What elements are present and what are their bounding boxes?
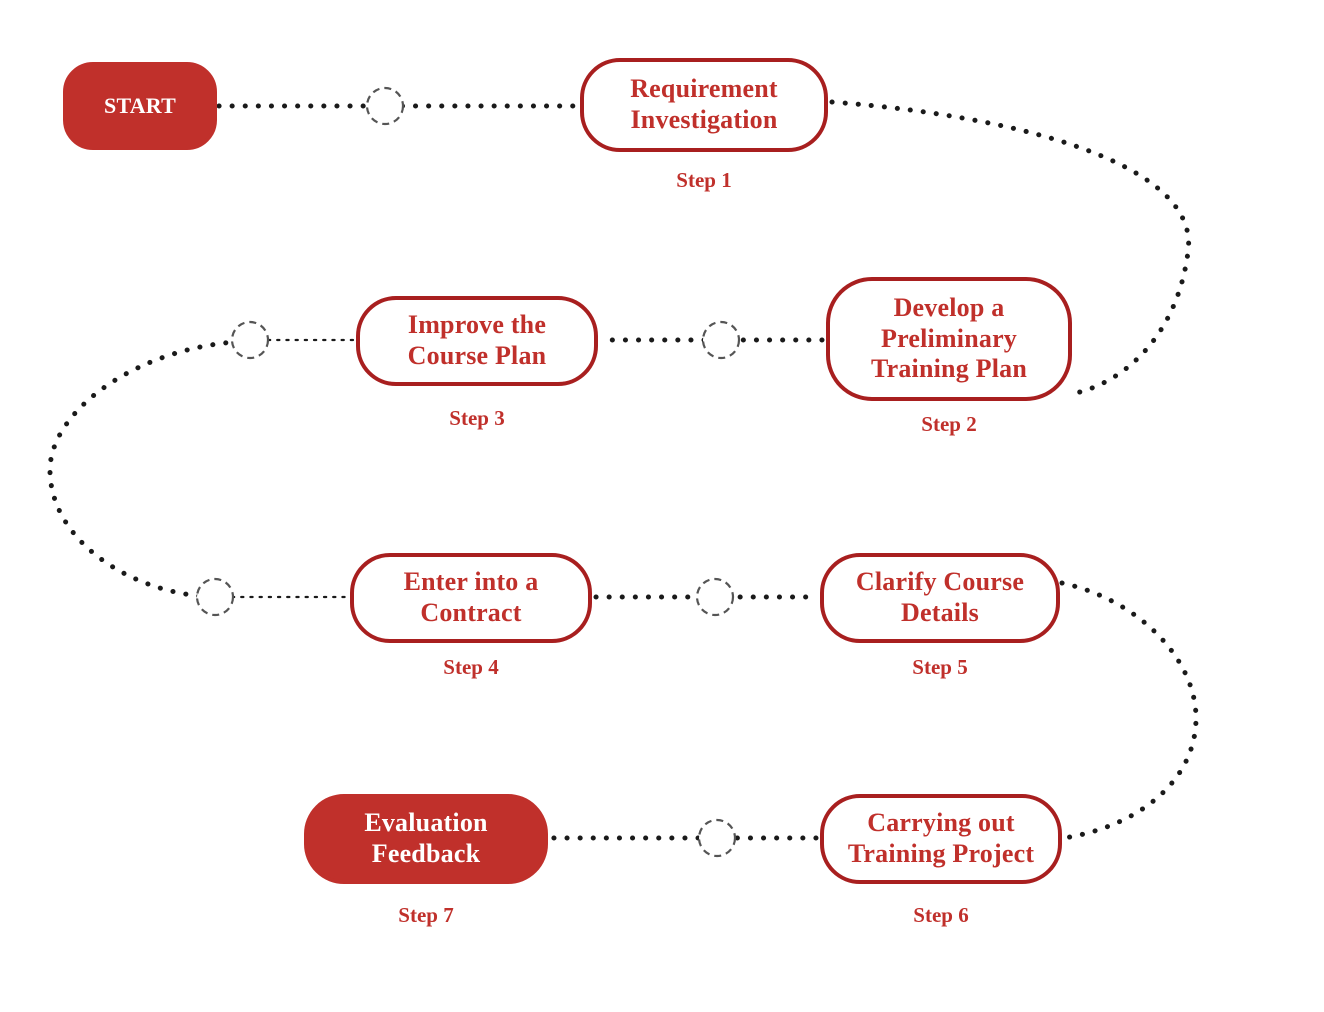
node-step4[interactable]: Enter into a Contract	[350, 553, 592, 643]
junction-5-icon	[695, 577, 735, 617]
node-step4-label: Enter into a Contract	[403, 567, 539, 627]
node-step7-label: Evaluation Feedback	[364, 808, 488, 868]
step-caption-step1: Step 1	[676, 168, 732, 192]
connector-step3-to-step4	[47, 338, 255, 600]
node-step1-label: Requirement Investigation	[630, 74, 778, 134]
junction-4-icon	[195, 577, 235, 617]
junction-1-icon	[365, 86, 405, 126]
node-step3[interactable]: Improve the Course Plan	[356, 296, 598, 386]
node-step6-label: Carrying out Training Project	[847, 808, 1035, 868]
junction-circles	[195, 86, 741, 858]
node-step6[interactable]: Carrying out Training Project	[820, 794, 1062, 884]
node-step1[interactable]: Requirement Investigation	[580, 58, 828, 152]
connector-paths	[47, 99, 1199, 841]
step-caption-step2: Step 2	[921, 412, 977, 436]
junction-3-icon	[230, 320, 270, 360]
node-step7[interactable]: Evaluation Feedback	[304, 794, 548, 884]
step-caption-step3: Step 3	[449, 406, 505, 430]
connector-step5-to-step6	[1059, 580, 1199, 841]
node-step5-label: Clarify Course Details	[855, 567, 1025, 627]
node-step5[interactable]: Clarify Course Details	[820, 553, 1060, 643]
junction-2-icon	[701, 320, 741, 360]
step-caption-step4: Step 4	[443, 655, 499, 679]
step-caption-step6: Step 6	[913, 903, 969, 927]
step-caption-step7: Step 7	[398, 903, 454, 927]
node-step2[interactable]: Develop a Preliminary Training Plan	[826, 277, 1072, 401]
node-start-label: START	[104, 93, 176, 119]
step-caption-step5: Step 5	[912, 655, 968, 679]
junction-6-icon	[697, 818, 737, 858]
node-step3-label: Improve the Course Plan	[407, 310, 547, 370]
node-step2-label: Develop a Preliminary Training Plan	[871, 292, 1027, 384]
connector-step1-to-step2	[829, 99, 1192, 396]
node-start[interactable]: START	[63, 62, 217, 150]
